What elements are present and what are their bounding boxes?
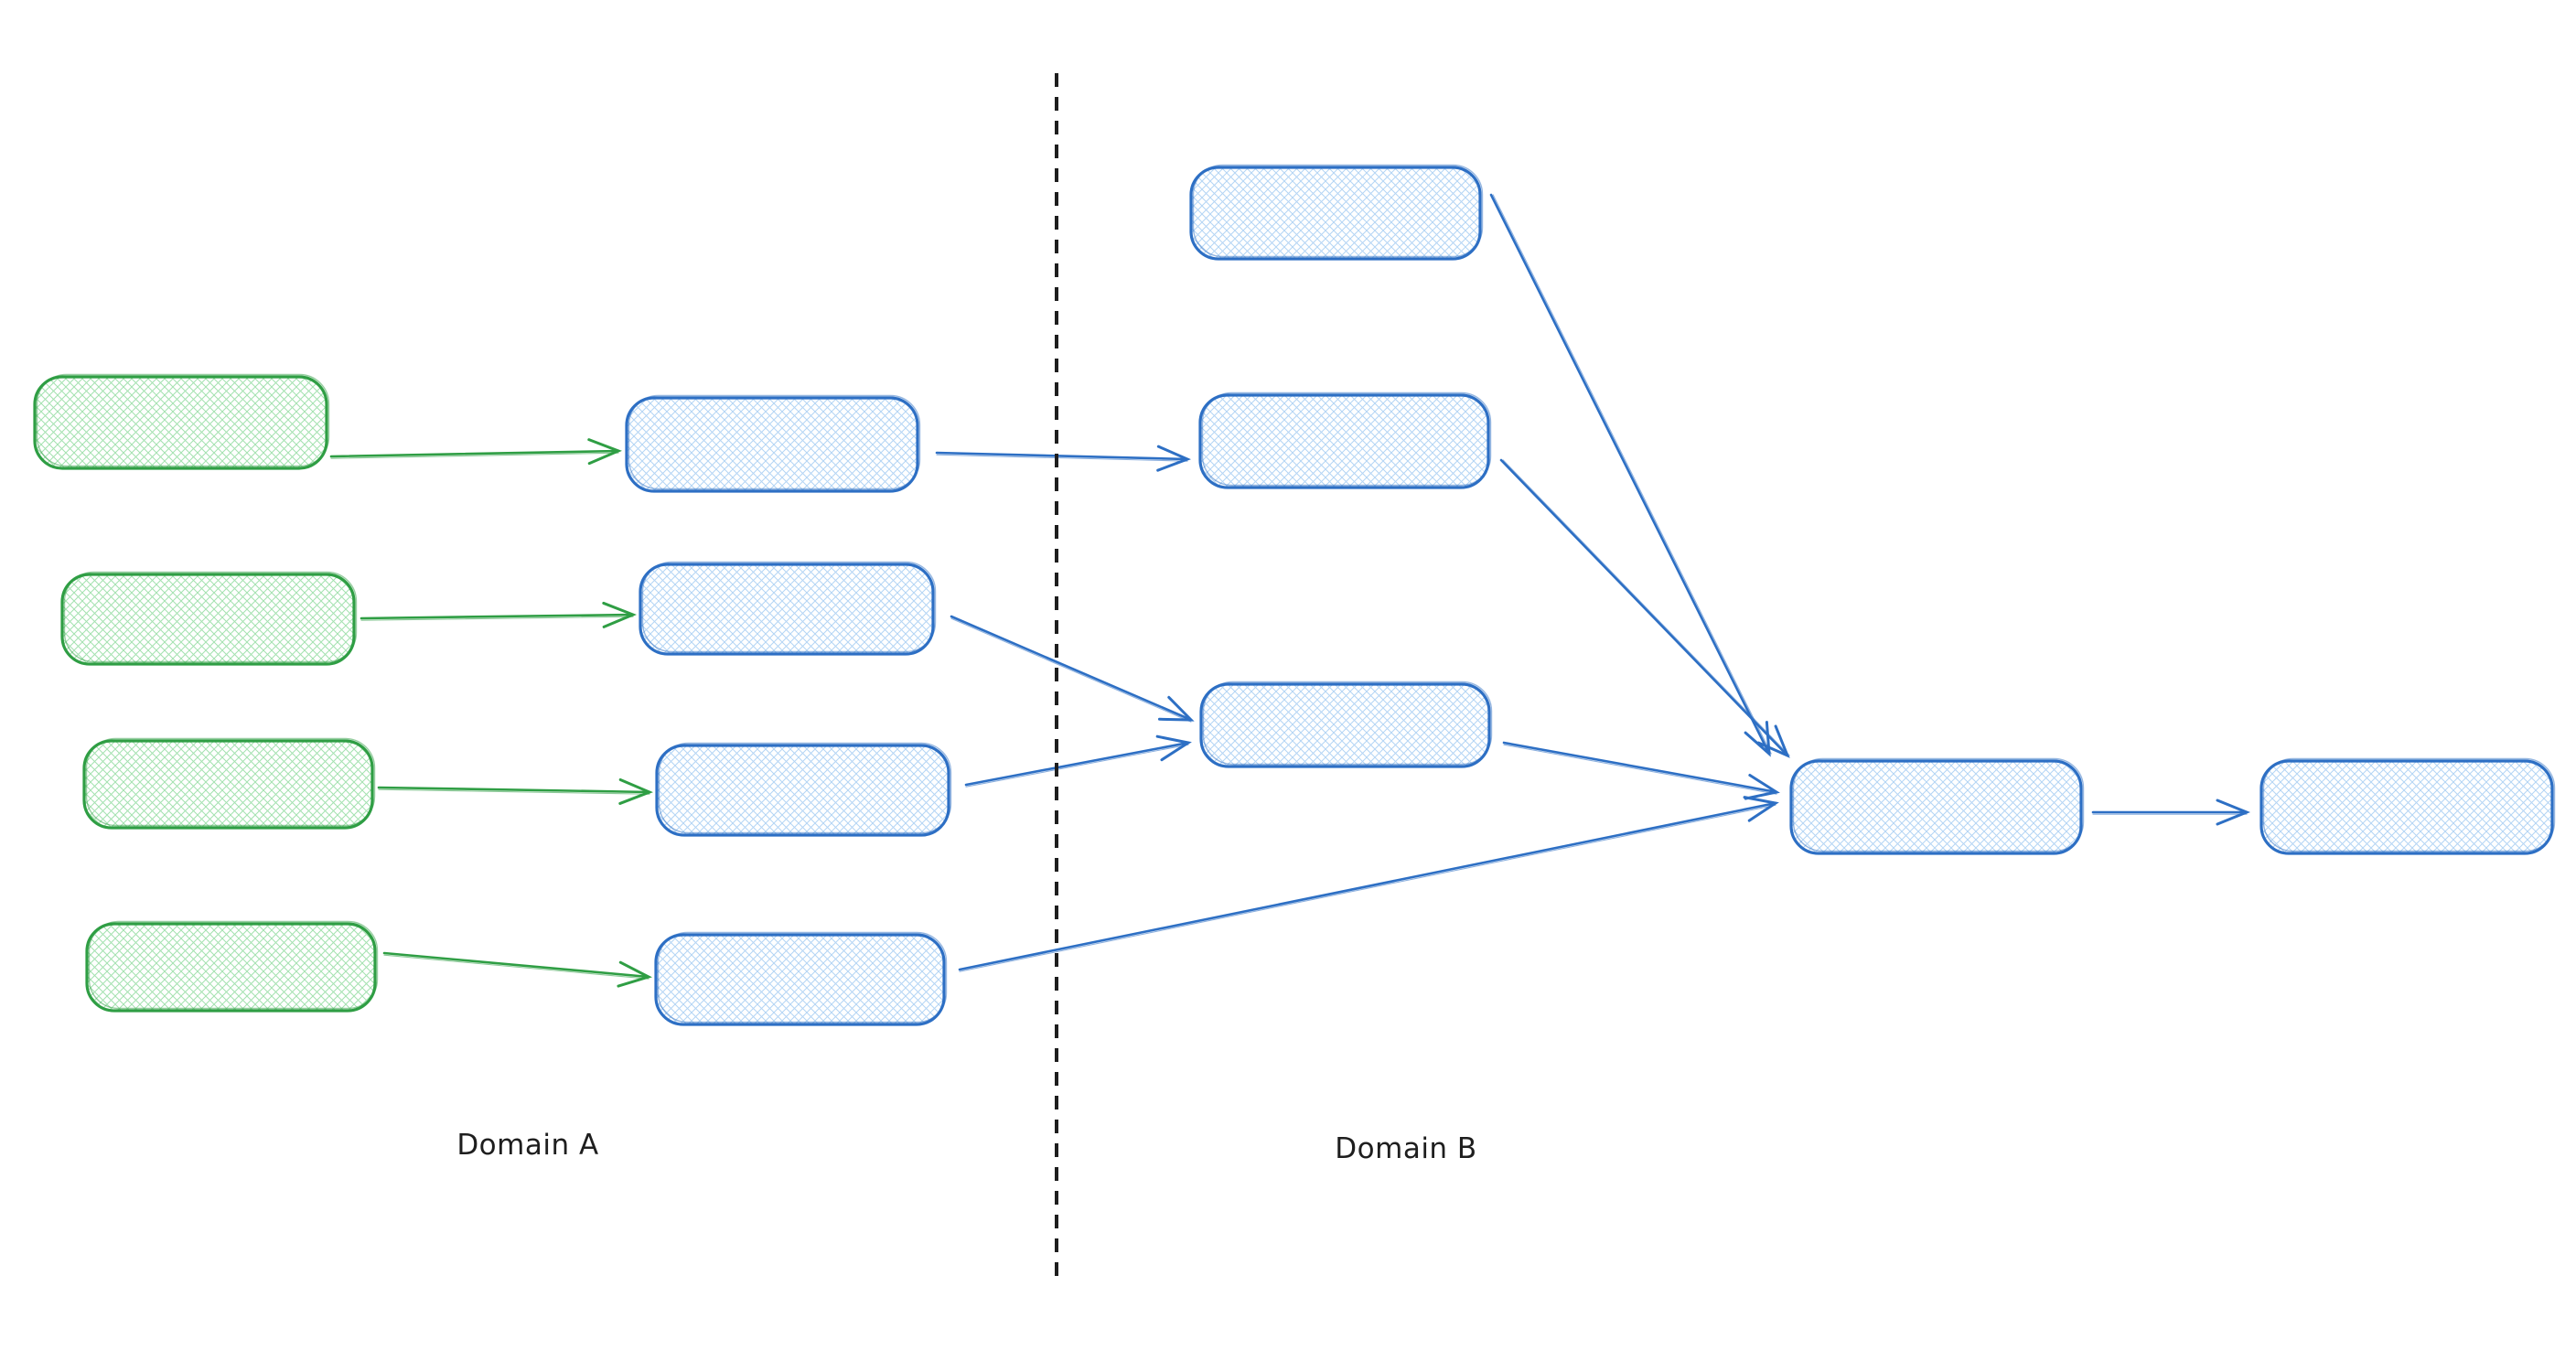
edge-domain-b-box3-aggregator (1502, 741, 1780, 800)
node-domain-b-box-1 (1189, 164, 1484, 261)
domain-b-label: Domain B (1335, 1132, 1476, 1165)
node-domain-a-box-1 (625, 394, 921, 493)
edges-layer (329, 193, 2250, 988)
node-domain-b-box-2 (1198, 391, 1492, 489)
edge-domain-a-box3-domain-b-box3 (964, 734, 1192, 788)
node-aggregator (1789, 757, 2085, 855)
edge-domain-a-box1-domain-b-box2 (935, 445, 1191, 472)
edge-aggregator-output (2091, 799, 2250, 826)
edge-source1-domain-a-box1 (329, 438, 622, 466)
nodes-layer (33, 164, 2556, 1026)
node-source-3 (82, 737, 376, 830)
node-output (2259, 757, 2556, 855)
node-domain-a-box-2 (639, 561, 937, 656)
edge-domain-a-box2-domain-b-box3 (950, 615, 1195, 723)
node-source-2 (60, 571, 358, 666)
edge-source4-domain-a-box4 (382, 951, 652, 988)
edge-domain-a-box4-aggregator (958, 796, 1779, 972)
edge-source2-domain-a-box2 (360, 601, 637, 628)
node-domain-a-box-3 (655, 742, 952, 837)
node-domain-a-box-4 (654, 931, 948, 1026)
node-domain-b-box-3 (1199, 681, 1493, 768)
edge-domain-b-box2-aggregator (1499, 458, 1790, 758)
edge-domain-b-box1-aggregator (1489, 193, 1772, 757)
node-source-4 (85, 920, 379, 1013)
domain-a-label: Domain A (456, 1129, 598, 1162)
edge-source3-domain-a-box3 (377, 777, 653, 805)
node-source-1 (33, 373, 330, 470)
